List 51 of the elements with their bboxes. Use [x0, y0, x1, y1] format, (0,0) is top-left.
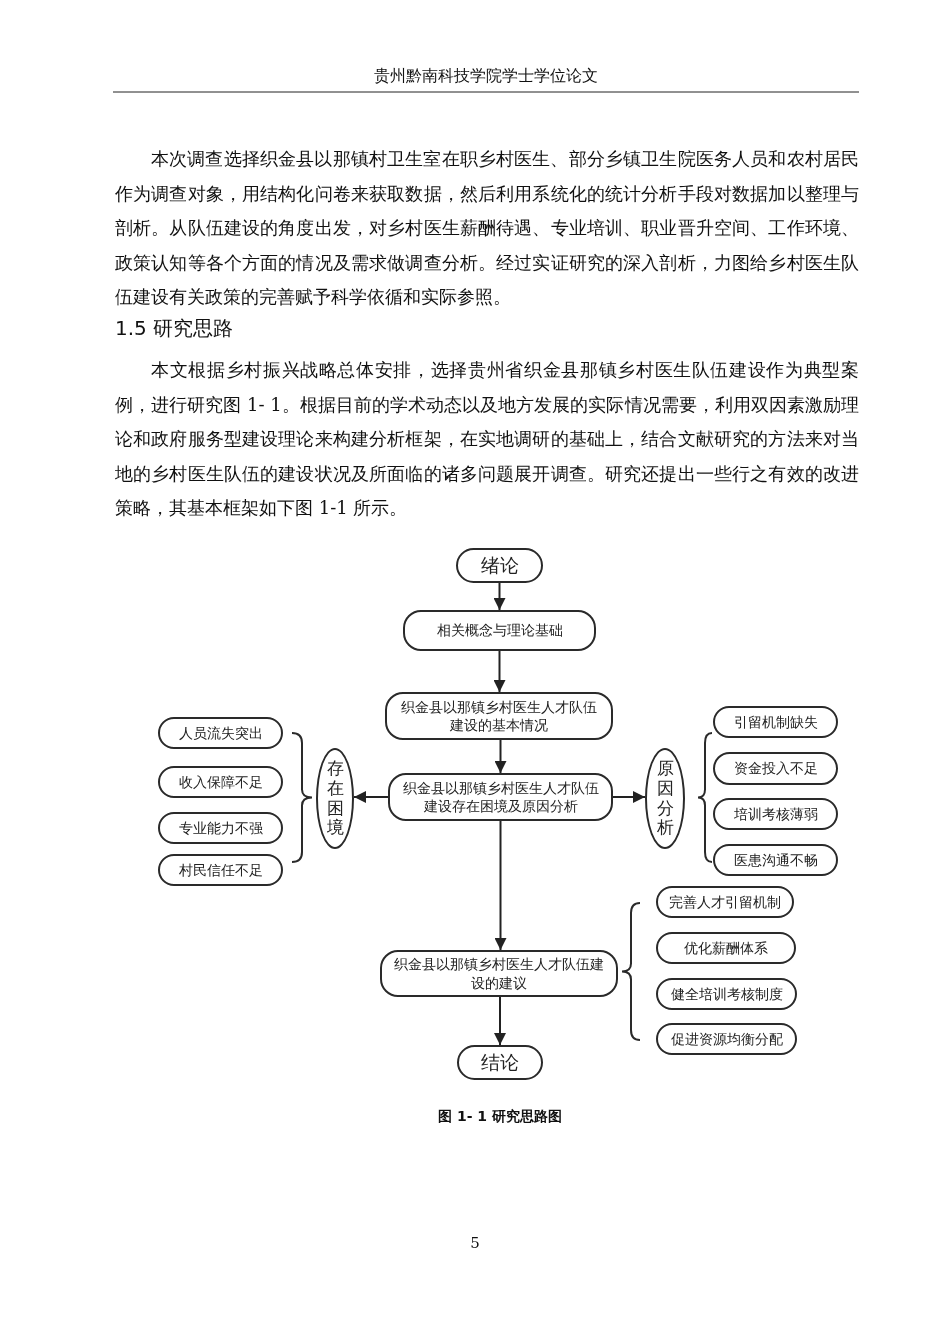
node-text: 相关概念与理论基础	[436, 621, 563, 640]
node-text: 健全培训考核制度	[670, 984, 783, 1004]
rounded-box	[713, 798, 838, 830]
rounded-box	[713, 844, 838, 876]
rounded-box	[656, 886, 794, 918]
arrow	[612, 791, 646, 803]
rounded-box	[403, 610, 596, 651]
node-text: 资金投入不足	[733, 759, 818, 778]
figure-caption: 图 1- 1 研究思路图	[437, 1108, 563, 1126]
rounded-box	[158, 717, 283, 749]
node-text: 存在困境	[326, 759, 344, 838]
arrow	[493, 582, 506, 611]
node-text: 促进资源均衡分配	[670, 1029, 783, 1049]
rounded-box	[380, 950, 618, 997]
node-text: 织金县以那镇乡村医生人才队伍建设存在困境及原因分析	[401, 778, 600, 816]
node-text: 培训考核薄弱	[733, 804, 818, 824]
rounded-box	[158, 766, 283, 798]
rounded-box	[656, 1023, 797, 1055]
page-number: 5	[469, 1234, 481, 1252]
rounded-box	[456, 548, 543, 583]
node-text: 收入保障不足	[178, 772, 263, 792]
node-text: 完善人才引留机制	[669, 892, 781, 912]
body-paragraph: 本次调查选择织金县以那镇村卫生室在职乡村医生、部分乡镇卫生院医务人员和农村居民作为调查对象，用结构化问卷来获取数据，然后利用系统化的统计分析手段对数据加以整理与剖析。从队伍建设的角度出发，对乡村医生薪酬待遇、专业培训、职业晋升空间、工作环境、政策认知等各个方面的情况及需求做调查分析。经过实证研究的深入剖析，力图给乡村医生队伍建设有关政策的完善赋予科学依循和实际参照。	[115, 147, 859, 309]
body-paragraph: 本文根据乡村振兴战略总体安排，选择贵州省织金县那镇乡村医生队伍建设作为典型案例，进行研究图 1- 1。根据目前的学术动态以及地方发展的实际情况需要，利用双因素激励理论和政府服务型建设理论来构建分析框架，在实地调研的基础上，结合文献研究的方法来对当地的乡村医生队伍的建设状况及所面临的诸多问题展开调查。研究还提出一些行之有效的改进策略，其基本框架如下图 1-1 所示。	[115, 358, 859, 520]
node-text: 人员流失突出	[178, 723, 263, 743]
node-text: 绪论	[480, 552, 519, 578]
rounded-box	[713, 752, 838, 785]
arrow	[494, 739, 507, 774]
rounded-box	[158, 812, 283, 844]
node-text: 织金县以那镇乡村医生人才队伍建设的基本情况	[400, 697, 598, 735]
rounded-box	[388, 773, 613, 821]
arrow	[353, 791, 389, 803]
section-heading: 1.5 研究思路	[115, 315, 235, 342]
arrow	[494, 820, 507, 951]
node-text: 村民信任不足	[178, 860, 263, 880]
node-text: 医患沟通不畅	[733, 850, 818, 870]
arrow	[493, 650, 506, 693]
node-text: 结论	[481, 1049, 519, 1075]
rounded-box	[656, 978, 797, 1010]
rounded-box	[385, 692, 613, 740]
node-text: 原因分析	[656, 759, 674, 838]
node-text: 优化薪酬体系	[684, 938, 768, 958]
node-text: 织金县以那镇乡村医生人才队伍建设的建议	[393, 955, 605, 992]
rounded-box	[158, 854, 283, 886]
rounded-box	[713, 706, 838, 738]
node-text: 专业能力不强	[178, 818, 263, 838]
rounded-box	[457, 1045, 543, 1080]
rounded-box	[656, 932, 796, 964]
arrow	[494, 996, 506, 1046]
running-header: 贵州黔南科技学院学士学位论文	[373, 66, 599, 87]
node-text: 引留机制缺失	[733, 712, 818, 732]
